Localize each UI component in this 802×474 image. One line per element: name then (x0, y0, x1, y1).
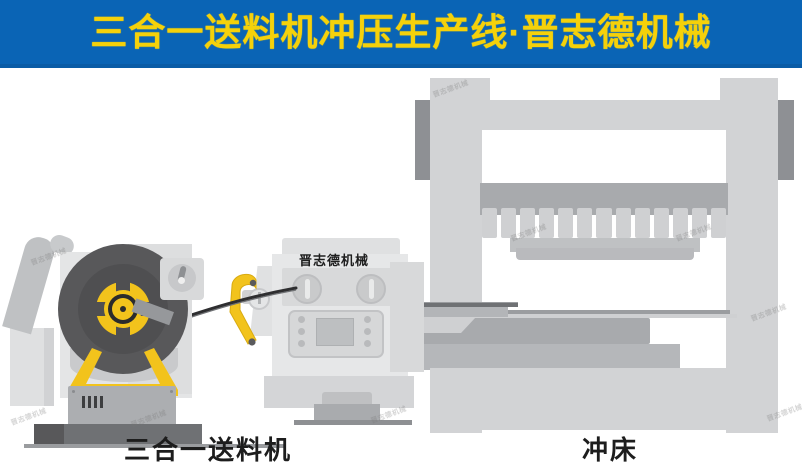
steel-strip-segment (408, 303, 518, 307)
conveyor-table (408, 307, 508, 317)
caption-feeder: 三合一送料机 (124, 435, 293, 465)
press-slide-rib (558, 208, 574, 238)
press-slide-rib (596, 208, 612, 238)
press-slide-rib (520, 208, 536, 238)
press-slide-rib (482, 208, 498, 238)
decoiler-vent-slats (82, 396, 104, 408)
feeder-brand-label: 晋志德机械 (298, 253, 369, 268)
press-slide-rib (501, 208, 517, 238)
banner-underline (0, 64, 802, 68)
caption-press: 冲床 (582, 435, 639, 465)
hook-guide-svg (229, 273, 257, 346)
panel-button[interactable] (298, 316, 305, 323)
press-machine-illustration: 晋志德机械 晋志德机械 晋志德机械 晋志德机械 晋志德机械 (390, 78, 802, 433)
housing-screw (170, 390, 173, 393)
press-slide-rib (615, 208, 631, 238)
panel-button[interactable] (364, 340, 371, 347)
strip-conveyor (408, 296, 518, 338)
press-right-foot (726, 423, 778, 433)
mandrel-center-dot (120, 306, 126, 312)
decoiler-sensor-center (178, 277, 185, 284)
header-banner: 三合一送料机冲压生产线·晋志德机械 (0, 0, 802, 64)
press-slide-ram (516, 248, 694, 260)
press-slide-rib (710, 208, 727, 238)
press-die-plate (417, 314, 737, 318)
panel-button[interactable] (298, 328, 305, 335)
page-title: 三合一送料机冲压生产线·晋志德机械 (90, 11, 712, 53)
decoiler-illustration: 晋志德机械 晋志德机械 晋志德机械 (2, 232, 284, 448)
decoiler-pillar-shadow (44, 328, 54, 406)
panel-button[interactable] (364, 328, 371, 335)
yellow-hook-guide (222, 266, 282, 350)
press-slide-rib (539, 208, 555, 238)
press-slide-rib (577, 208, 593, 238)
decoiler-upper-arm (2, 233, 58, 335)
conveyor-skirt (408, 317, 476, 333)
press-bolster (390, 344, 680, 370)
press-slide-ribs (482, 208, 727, 238)
press-slide-rib (672, 208, 688, 238)
feeder-body-right-panel (390, 262, 424, 372)
feeder-floor-plate (294, 420, 412, 425)
feeder-pedestal-lower (314, 404, 380, 422)
press-die-guide-bar (410, 310, 730, 315)
panel-button[interactable] (364, 316, 371, 323)
press-right-column (726, 100, 778, 420)
press-slide-rib (653, 208, 669, 238)
feeder-display-screen (316, 318, 354, 346)
decoiler-plinth (44, 424, 202, 446)
press-slide-rib (634, 208, 650, 238)
panel-button[interactable] (298, 340, 305, 347)
feeder-roller-left (292, 274, 322, 304)
decoiler-plinth-left (34, 424, 64, 446)
feeder-roller-right (356, 274, 386, 304)
press-bed (430, 368, 778, 430)
housing-screw (72, 390, 75, 393)
press-slide-rib (691, 208, 707, 238)
press-crown-beam (430, 100, 778, 130)
steel-strip-highlight (408, 302, 518, 303)
decoiler-floor-line (24, 444, 284, 448)
press-left-foot (430, 423, 482, 433)
